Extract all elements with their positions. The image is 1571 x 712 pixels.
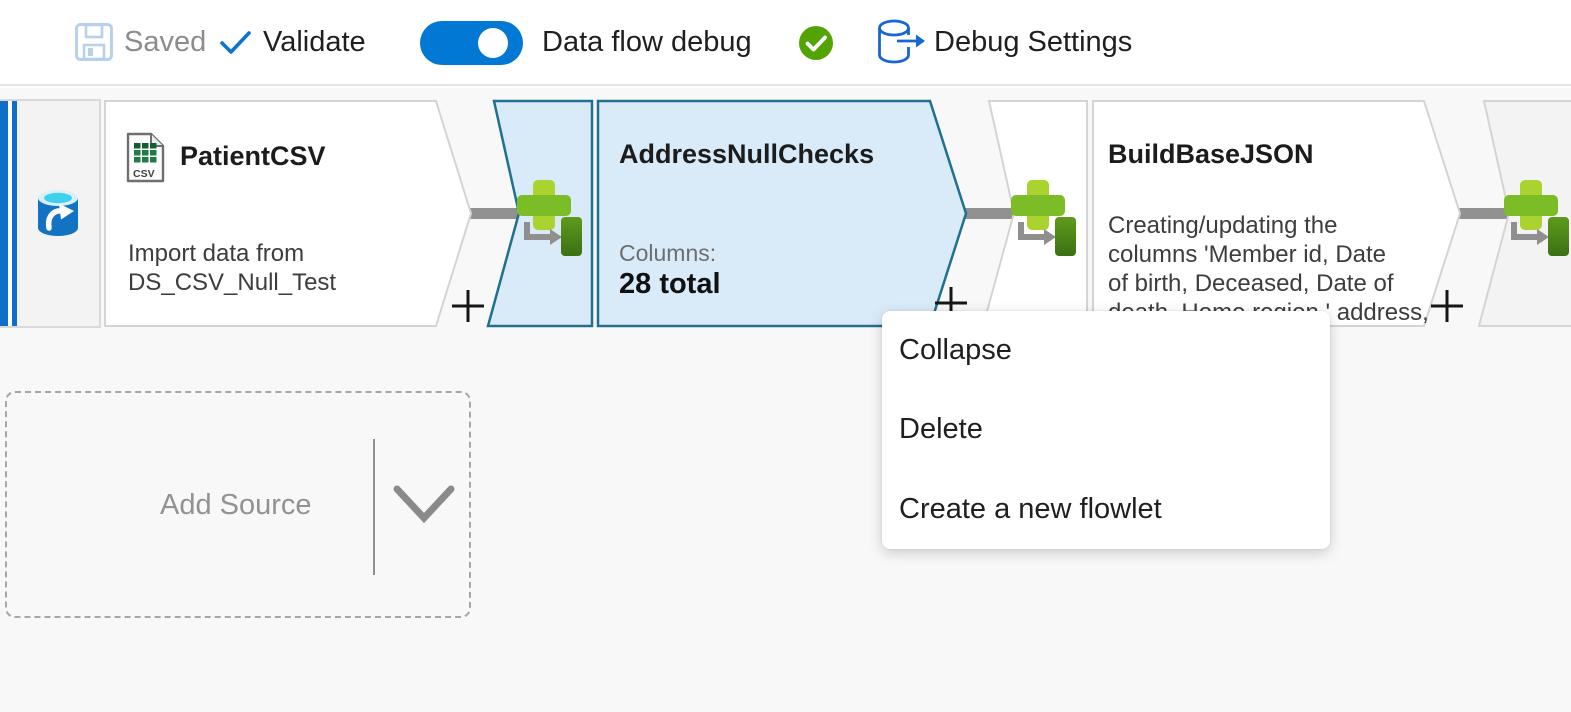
partial-node-right[interactable] bbox=[1477, 100, 1571, 327]
node-title: BuildBaseJSON bbox=[1108, 139, 1314, 169]
saved-status: Saved bbox=[124, 26, 207, 58]
node-address-null-checks[interactable] bbox=[486, 99, 968, 328]
toggle-knob bbox=[478, 28, 508, 58]
validate-button[interactable]: Validate bbox=[263, 26, 366, 58]
menu-item-collapse[interactable]: Collapse bbox=[899, 334, 1012, 367]
save-icon bbox=[75, 23, 113, 61]
partial-node-left[interactable] bbox=[0, 99, 101, 328]
connector bbox=[466, 208, 520, 219]
data-flow-debug-label: Data flow debug bbox=[542, 26, 752, 58]
dataset-icon bbox=[38, 190, 78, 236]
connector bbox=[1456, 208, 1510, 219]
connector bbox=[961, 208, 1015, 219]
chevron-down-icon[interactable] bbox=[393, 485, 457, 525]
success-check-icon bbox=[799, 26, 833, 60]
validate-check-icon bbox=[220, 31, 251, 54]
columns-label: Columns: bbox=[619, 240, 717, 266]
add-source-box[interactable]: Add Source bbox=[5, 391, 471, 618]
divider bbox=[373, 439, 375, 575]
node-title: PatientCSV bbox=[180, 141, 326, 171]
node-title: AddressNullChecks bbox=[619, 139, 875, 169]
node-description: Creating/updating the columns 'Member id… bbox=[1108, 212, 1429, 326]
add-transformation-plus-icon[interactable] bbox=[1431, 290, 1463, 322]
data-flow-debug-toggle[interactable] bbox=[420, 21, 523, 65]
node-patient-csv[interactable]: CSV bbox=[104, 100, 473, 327]
menu-item-create-flowlet[interactable]: Create a new flowlet bbox=[899, 492, 1162, 525]
add-source-label[interactable]: Add Source bbox=[160, 489, 312, 521]
debug-settings-icon bbox=[878, 19, 925, 64]
context-menu: Collapse Delete Create a new flowlet bbox=[882, 311, 1330, 549]
node-build-base-json[interactable] bbox=[981, 100, 1462, 327]
svg-text:CSV: CSV bbox=[133, 168, 155, 180]
add-transformation-plus-icon[interactable] bbox=[452, 290, 484, 322]
node-description: Import data from DS_CSV_Null_Test bbox=[128, 240, 337, 296]
csv-file-icon: CSV bbox=[126, 132, 165, 183]
toolbar: Saved Validate Data flow debug Debug Set… bbox=[0, 0, 1571, 86]
debug-settings-button[interactable]: Debug Settings bbox=[934, 26, 1133, 58]
columns-value: 28 total bbox=[619, 268, 721, 300]
menu-item-delete[interactable]: Delete bbox=[899, 413, 983, 446]
